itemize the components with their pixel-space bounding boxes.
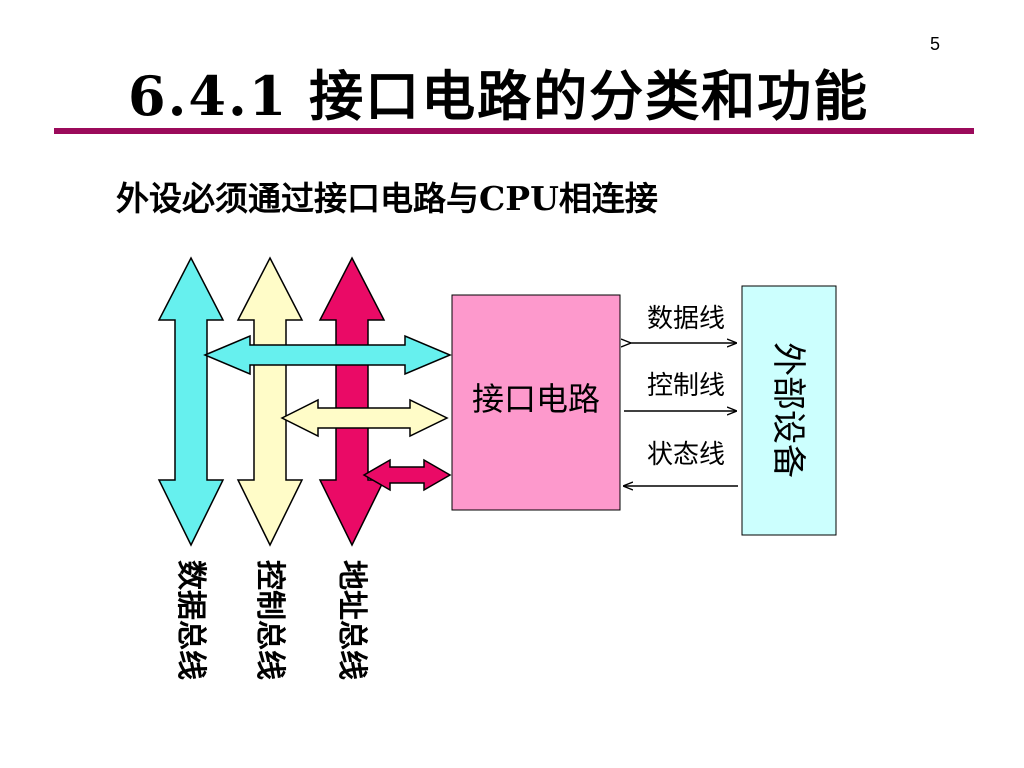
address-bus-label: 地址总线 bbox=[334, 560, 369, 680]
control-bus-link-arrow bbox=[280, 398, 449, 438]
slide-title: 6.4.1 接口电路的分类和功能 bbox=[128, 64, 870, 128]
title-divider bbox=[54, 128, 974, 134]
status-line-label: 状态线 bbox=[647, 440, 725, 470]
page-number: 5 bbox=[930, 34, 941, 54]
control-line-label: 控制线 bbox=[647, 371, 725, 401]
data-bus-arrow bbox=[157, 256, 225, 547]
data-line-label: 数据线 bbox=[647, 304, 725, 334]
control-bus-label: 控制总线 bbox=[252, 560, 287, 680]
slide-subtitle: 外设必须通过接口电路与CPU相连接 bbox=[116, 179, 658, 218]
external-device-label: 外部设备 bbox=[768, 342, 808, 478]
data-bus-label: 数据总线 bbox=[173, 560, 208, 680]
address-bus-link-arrow bbox=[362, 458, 452, 492]
external-device-box bbox=[741, 285, 837, 536]
interface-circuit-box bbox=[451, 294, 621, 511]
control-bus-arrow bbox=[236, 256, 304, 547]
interface-circuit-label: 接口电路 bbox=[472, 380, 600, 418]
data-bus-link-arrow bbox=[203, 334, 452, 376]
address-bus-arrow bbox=[318, 256, 386, 547]
